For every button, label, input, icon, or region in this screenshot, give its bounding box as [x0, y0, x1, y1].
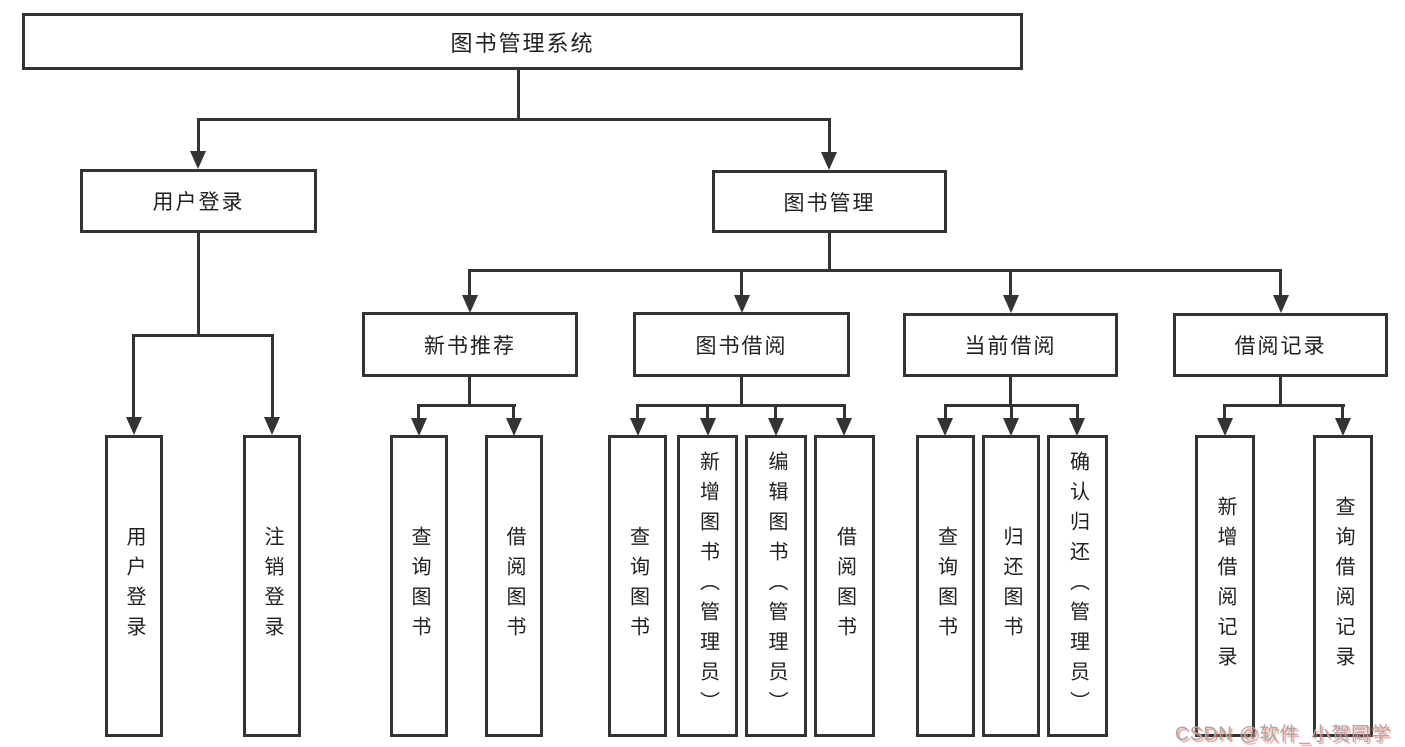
node-new-book-recommendation: 新书推荐 — [362, 312, 578, 377]
node-book-borrowing: 图书借阅 — [633, 312, 850, 377]
node-label: 查询图书 — [626, 526, 649, 646]
connector-line — [1279, 375, 1282, 406]
arrow-down-icon — [768, 418, 784, 436]
connector-line — [468, 269, 1282, 272]
node-label: 归还图书 — [1000, 526, 1022, 646]
connector-line — [197, 118, 831, 121]
connector-line — [740, 269, 743, 299]
node-user-login: 用户登录 — [80, 169, 317, 233]
connector-line — [1223, 404, 1345, 407]
arrow-down-icon — [411, 418, 427, 436]
leaf-query-books-recommendation: 查询图书 — [390, 435, 448, 737]
arrow-down-icon — [734, 295, 750, 313]
watermark: CSDN @软件_小贺同学 — [1175, 724, 1391, 745]
arrow-down-icon — [1335, 418, 1351, 436]
node-label: 图书管理系统 — [450, 30, 595, 56]
leaf-add-books-admin: 新增图书（管理员） — [677, 435, 738, 737]
node-label: 图书管理 — [783, 191, 876, 215]
connector-line — [1341, 404, 1344, 422]
node-label: 查询借阅记录 — [1332, 496, 1354, 676]
arrow-down-icon — [126, 417, 142, 435]
connector-line — [1010, 404, 1013, 422]
arrow-down-icon — [836, 418, 852, 436]
leaf-query-books-current: 查询图书 — [916, 435, 975, 737]
connector-line — [1076, 404, 1079, 422]
connector-line — [636, 404, 639, 422]
leaf-add-borrow-record: 新增借阅记录 — [1195, 435, 1255, 737]
arrow-down-icon — [264, 417, 280, 435]
node-label: 新书推荐 — [424, 334, 516, 358]
arrow-down-icon — [1217, 418, 1233, 436]
connector-line — [132, 334, 135, 422]
leaf-query-books-borrowing: 查询图书 — [608, 435, 667, 737]
arrow-down-icon — [630, 418, 646, 436]
leaf-edit-books-admin: 编辑图书（管理员） — [745, 435, 807, 737]
node-label: 新增图书（管理员） — [696, 451, 719, 721]
node-label: 借阅记录 — [1234, 335, 1327, 358]
arrow-down-icon — [1003, 418, 1019, 436]
connector-line — [468, 375, 471, 406]
connector-line — [828, 118, 831, 156]
connector-line — [828, 231, 831, 272]
leaf-return-books: 归还图书 — [982, 435, 1040, 737]
connector-line — [1009, 375, 1012, 406]
leaf-logout: 注销登录 — [243, 435, 301, 737]
connector-line — [517, 68, 520, 120]
connector-line — [197, 231, 200, 336]
node-current-borrowing: 当前借阅 — [903, 313, 1118, 377]
node-label: 用户登录 — [152, 191, 245, 214]
connector-line — [271, 334, 274, 422]
node-label: 查询图书 — [408, 526, 430, 646]
connector-line — [512, 404, 515, 422]
node-label: 借阅图书 — [503, 526, 525, 646]
arrow-down-icon — [1069, 418, 1085, 436]
connector-line — [468, 269, 471, 299]
connector-line — [740, 375, 743, 406]
connector-line — [417, 404, 516, 407]
node-label: 当前借阅 — [964, 335, 1057, 358]
node-label: 注销登录 — [261, 526, 283, 646]
connector-line — [132, 334, 274, 337]
node-label: 借阅图书 — [833, 526, 856, 646]
arrow-down-icon — [462, 295, 478, 313]
connector-line — [417, 404, 420, 422]
leaf-query-borrow-record: 查询借阅记录 — [1313, 435, 1373, 737]
connector-line — [1223, 404, 1226, 422]
node-label: 新增借阅记录 — [1214, 496, 1236, 676]
arrow-down-icon — [700, 418, 716, 436]
arrow-down-icon — [1273, 295, 1289, 313]
node-label: 编辑图书（管理员） — [765, 451, 787, 721]
arrow-down-icon — [506, 418, 522, 436]
connector-line — [774, 404, 777, 422]
arrow-down-icon — [821, 152, 837, 170]
connector-line — [1279, 269, 1282, 299]
connector-line — [636, 404, 846, 407]
connector-line — [706, 404, 709, 422]
arrow-down-icon — [937, 418, 953, 436]
connector-line — [944, 404, 947, 422]
node-label: 用户登录 — [123, 526, 145, 646]
node-label: 图书借阅 — [695, 334, 788, 358]
node-book-management: 图书管理 — [712, 170, 947, 233]
leaf-confirm-return-admin: 确认归还（管理员） — [1047, 435, 1108, 737]
connector-line — [843, 404, 846, 422]
arrow-down-icon — [190, 151, 206, 169]
arrow-down-icon — [1003, 295, 1019, 313]
connector-line — [1009, 269, 1012, 299]
connector-line — [197, 118, 200, 156]
node-borrowing-records: 借阅记录 — [1173, 313, 1388, 377]
node-library-management-system: 图书管理系统 — [22, 13, 1023, 70]
leaf-user-login: 用户登录 — [105, 435, 163, 737]
leaf-borrow-books-recommendation: 借阅图书 — [485, 435, 543, 737]
node-label: 查询图书 — [934, 526, 957, 646]
leaf-borrow-books: 借阅图书 — [814, 435, 875, 737]
node-label: 确认归还（管理员） — [1066, 451, 1089, 721]
